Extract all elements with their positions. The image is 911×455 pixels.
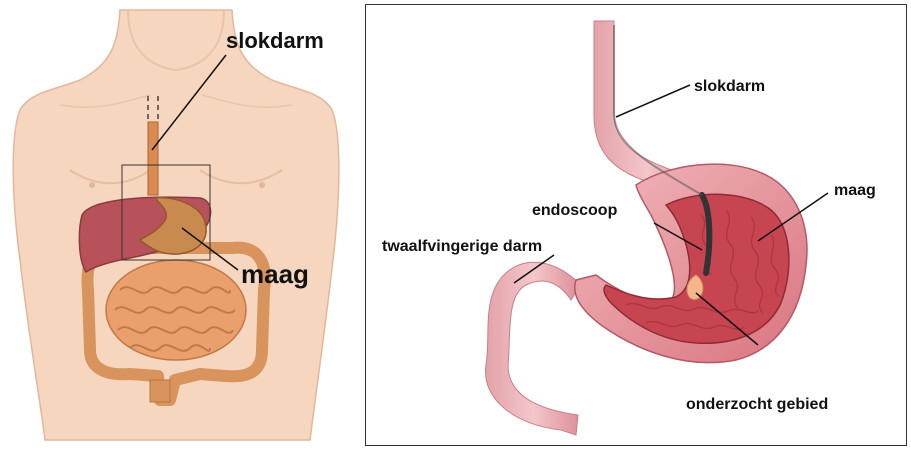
- right-label-duodenum: twaalfvingerige darm: [382, 238, 542, 255]
- stomach-crosssection-panel: slokdarm endoscoop maag twaalfvingerige …: [365, 4, 907, 446]
- stomach-crosssection: slokdarm endoscoop maag twaalfvingerige …: [366, 5, 906, 445]
- right-label-esophagus: slokdarm: [694, 78, 765, 95]
- right-label-stomach: maag: [834, 182, 876, 199]
- left-label-stomach: maag: [241, 259, 309, 289]
- stomach-interior: [604, 194, 789, 343]
- left-label-esophagus: slokdarm: [226, 28, 324, 53]
- body-illustration: slokdarm maag: [0, 0, 350, 450]
- duodenum-tube: [486, 262, 581, 435]
- body-illustration-panel: slokdarm maag: [0, 0, 350, 450]
- right-label-examined-area: onderzocht gebied: [686, 396, 828, 413]
- right-label-endoscope: endoscoop: [532, 202, 618, 219]
- esophagus: [148, 122, 158, 195]
